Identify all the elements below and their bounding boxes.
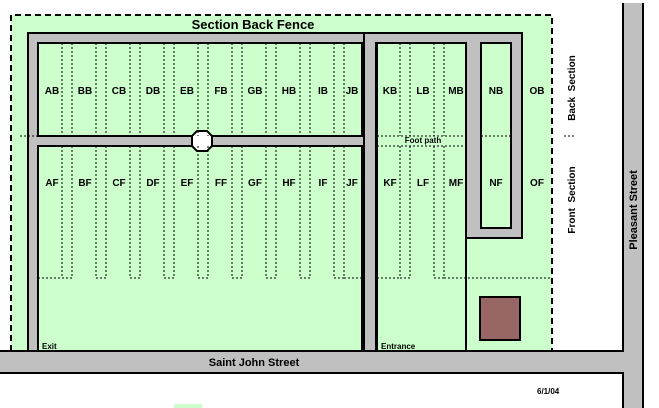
- date-label: 6/1/04: [537, 387, 560, 396]
- dotted-divider: [163, 43, 175, 279]
- street-saint-john: Saint John Street: [209, 357, 300, 369]
- lot-ob: OB: [530, 86, 545, 97]
- lot-fb: FB: [214, 86, 227, 97]
- back-section-label: Back Section: [567, 55, 578, 121]
- lot-gf: GF: [248, 178, 262, 189]
- lot-af: AF: [45, 178, 58, 189]
- lot-eb: EB: [180, 86, 194, 97]
- lot-db: DB: [146, 86, 160, 97]
- left-front-block: [37, 145, 363, 352]
- dotted-divider: [129, 43, 141, 279]
- lot-bb: BB: [78, 86, 92, 97]
- lot-mb: MB: [448, 86, 464, 97]
- lot-cf: CF: [112, 178, 125, 189]
- dotted-divider: [377, 146, 552, 279]
- dotted-divider: [333, 43, 345, 279]
- lot-cb: CB: [112, 86, 126, 97]
- lot-bf: BF: [78, 178, 91, 189]
- lot-gb: GB: [248, 86, 263, 97]
- lot-if: IF: [319, 178, 328, 189]
- lot-hf: HF: [282, 178, 295, 189]
- lot-mf: MF: [449, 178, 463, 189]
- lot-df: DF: [146, 178, 159, 189]
- roundabout: [191, 130, 213, 152]
- lot-of: OF: [530, 178, 544, 189]
- lot-ff: FF: [215, 178, 227, 189]
- dotted-divider: [231, 43, 243, 279]
- lot-kb: KB: [383, 86, 397, 97]
- lot-ib: IB: [318, 86, 328, 97]
- lot-hb: HB: [282, 86, 296, 97]
- dotted-divider: [265, 43, 277, 279]
- dotted-divider: [299, 43, 311, 279]
- lot-nf: NF: [489, 178, 502, 189]
- left-back-block: [37, 42, 363, 137]
- dotted-divider: [95, 43, 107, 279]
- streets: [0, 3, 643, 408]
- lot-jf: JF: [346, 178, 358, 189]
- front-section-label: Front Section: [567, 166, 578, 233]
- lot-dividers: [20, 43, 574, 279]
- lot-nb: NB: [489, 86, 503, 97]
- lot-ab: AB: [45, 86, 59, 97]
- street-pleasant: Pleasant Street: [628, 170, 640, 250]
- map-title: Section Back Fence: [192, 17, 315, 32]
- lot-jb: JB: [346, 86, 359, 97]
- dotted-divider: [377, 135, 574, 147]
- lot-lf: LF: [417, 178, 429, 189]
- fence: [10, 14, 553, 351]
- building: [479, 296, 521, 341]
- lot-lb: LB: [416, 86, 429, 97]
- entrance-label: Entrance: [381, 342, 416, 351]
- foot-path-label: Foot path: [405, 136, 442, 145]
- lot-kf: KF: [383, 178, 396, 189]
- exit-label: Exit: [42, 342, 57, 351]
- dotted-divider: [61, 43, 73, 279]
- lot-ef: EF: [181, 178, 194, 189]
- dotted-divider: [197, 43, 209, 279]
- green-marker: [174, 404, 202, 408]
